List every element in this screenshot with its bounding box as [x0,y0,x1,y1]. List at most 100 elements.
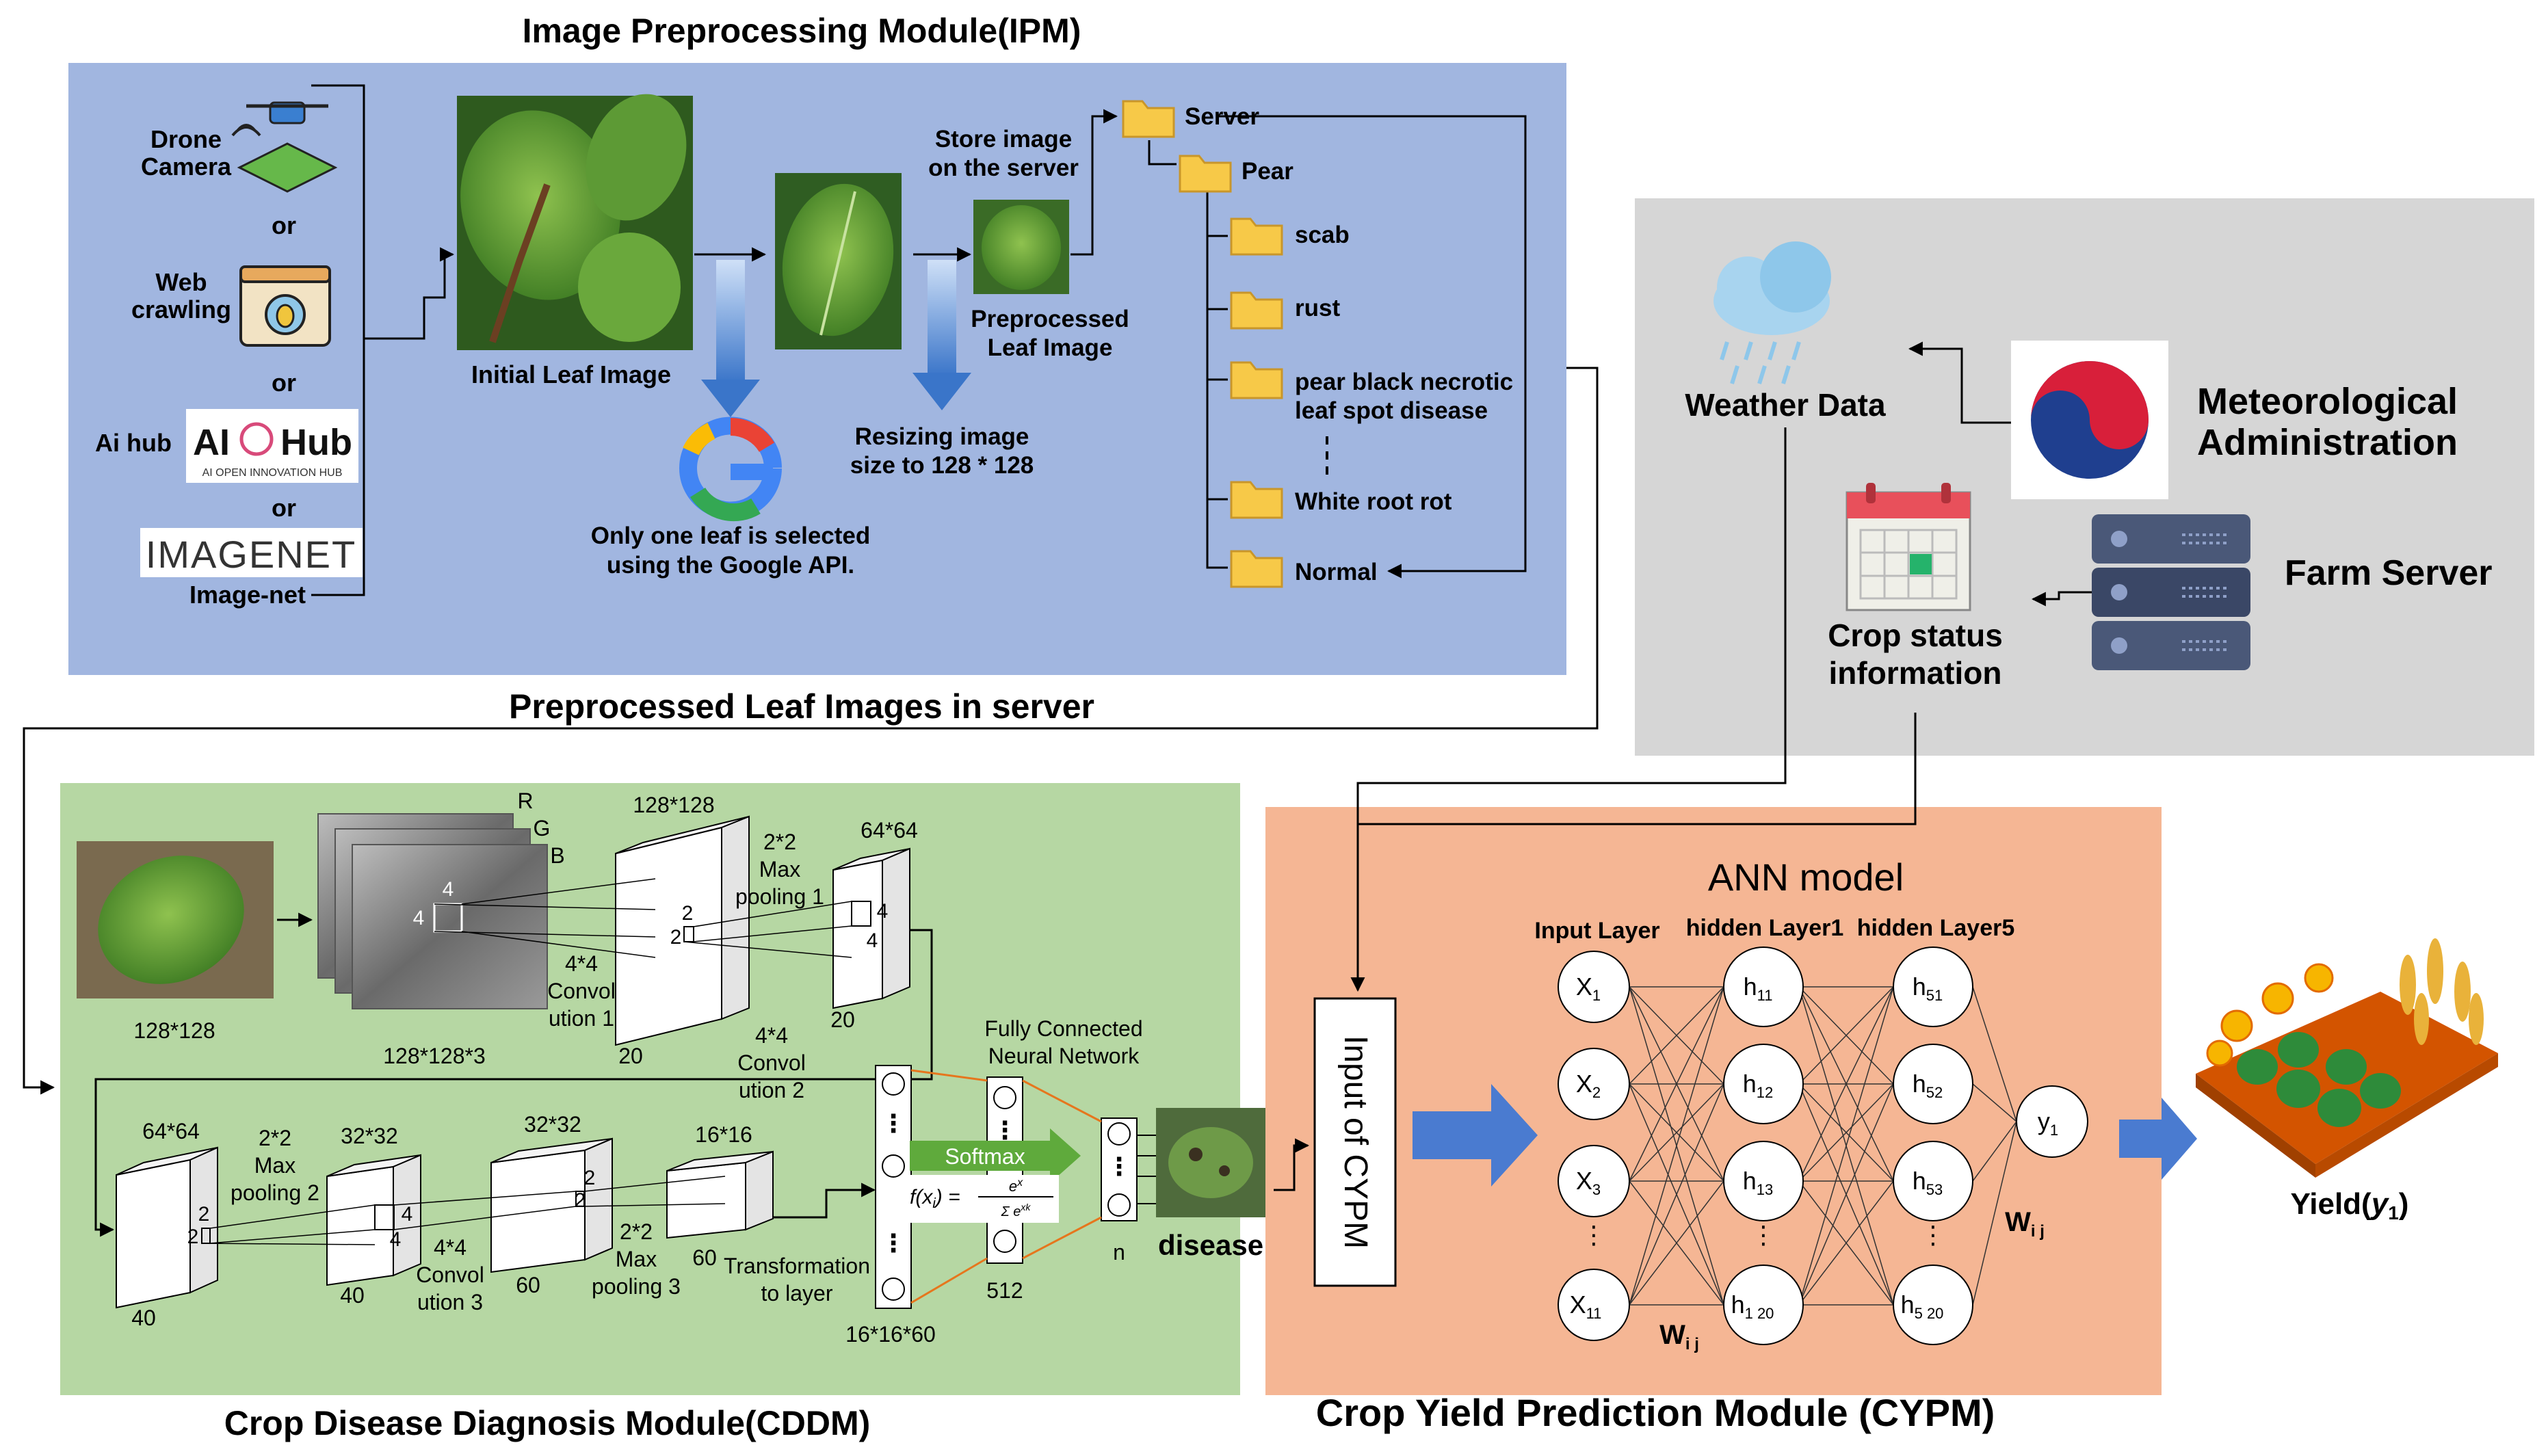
input-node: X11 [1558,1269,1630,1341]
folder-white-root: White root rot [1295,488,1452,515]
output-node-index: 1 [2050,1122,2058,1139]
pool1-label-3: pooling 1 [735,884,824,909]
conv1-kernel-a: 2 [682,902,694,925]
folder-icon [1230,550,1283,588]
fc-size-label: 512 [986,1278,1023,1303]
rgb-kernel-label-top: 4 [443,878,454,901]
conv3-depth-label: 60 [516,1273,540,1297]
hidden1-node: h13 [1723,1141,1804,1221]
conv2-feature-map [116,1146,218,1309]
ann-edge [1629,1083,1724,1182]
hidden1-node-index: 12 [1757,1084,1773,1101]
folder-tree [1148,115,1527,579]
fc-label-1: Fully Connected [984,1016,1142,1041]
imagenet-logo [140,528,363,577]
folder-pbn-1: pear black necrotic [1295,369,1513,395]
crop-status-label-1: Crop status [1828,618,2003,653]
conv2-kernel-a: 2 [198,1203,210,1226]
ann-edge [1798,986,1894,1182]
channel-g-label: G [534,816,551,840]
conv3-label-2: Convol [416,1262,484,1287]
output-node: y1 [2016,1085,2088,1158]
folder-rust: rust [1295,295,1340,321]
pool1-projection-lines [683,901,852,958]
disease-to-cypm-arrow [1274,1138,1310,1191]
conv1-label-3: ution 1 [549,1006,614,1031]
svg-text:⋮: ⋮ [993,1116,1017,1144]
google-logo-icon [679,416,782,522]
folder-icon [1230,481,1283,519]
meteorological-logo [2011,341,2168,499]
output-layer: ⋮ [1101,1117,1138,1221]
conv2-label-2: Convol [737,1050,806,1075]
rgb-channels [317,813,548,1009]
store-caption-2: on the server [928,155,1079,181]
conv2-depth-label: 40 [131,1306,156,1330]
sources-bracket [311,84,446,596]
conv2-kernel-b: 2 [187,1226,199,1248]
preprocessed-leaf-image [973,200,1069,294]
conv1-label-1: 4*4 [565,951,598,976]
folder-pbn-2: leaf spot disease [1295,397,1488,424]
cypm-title: Crop Yield Prediction Module (CYPM) [1316,1391,1995,1434]
meteorological-label-2: Administration [2197,422,2458,463]
channel-b-label: B [550,843,564,868]
conv3-kernel-a: 2 [584,1167,596,1189]
pool3-depth-label: 60 [692,1245,717,1270]
disease-label: disease [1158,1229,1263,1261]
or-1: or [272,211,296,239]
google-down-arrow [701,260,760,417]
ann-edge [1798,1083,1894,1306]
cypm-blue-arrow [1413,1084,1538,1187]
weight-label-right: Wi j [2005,1207,2045,1241]
hidden1-node: h12 [1723,1044,1804,1124]
preprocessed-caption-1: Preprocessed [971,306,1129,332]
input-node: X3 [1558,1145,1630,1217]
input-node-index: 3 [1592,1181,1601,1198]
conv3-top-label: 32*32 [524,1112,581,1137]
hidden5-node-index: 5 20 [1915,1305,1944,1322]
ann-edge [1972,986,2017,1122]
cddm-input-leaf-image [77,841,274,998]
drone-label: Drone [150,125,222,153]
aihub-label: Ai hub [95,429,172,457]
folder-pear: Pear [1242,158,1293,185]
conv2-label-1: 4*4 [755,1023,788,1048]
input-layer-label: Input Layer [1534,918,1659,944]
ipm-to-cddm-connector [23,367,1599,1095]
pool2-projection-lines [201,1204,376,1245]
ipm-bottom-label: Preprocessed Leaf Images in server [509,687,1094,726]
pool2-label-2: Max [254,1153,295,1178]
crop-status-label-2: information [1829,655,2002,691]
hidden5-node-index: 52 [1926,1084,1943,1101]
svg-text:⋮: ⋮ [881,1229,906,1257]
hidden1-node: h1 20 [1723,1265,1804,1345]
pool2-label-1: 2*2 [259,1126,291,1150]
imagenet-label: Image-net [189,581,306,609]
imagenet-source: IMAGENET Image-net [140,528,363,609]
pool1-label-2: Max [759,857,800,882]
hidden1-node-index: 11 [1757,987,1773,1004]
farm-server-label: Farm Server [2285,553,2493,593]
pool3-label-3: pooling 3 [592,1274,681,1299]
google-caption-1: Only one leaf is selected [591,522,871,549]
web-source: Web crawling [131,265,331,347]
ann-edge [1629,986,1724,1182]
cddm-title: Crop Disease Diagnosis Module(CDDM) [224,1404,871,1442]
weather-cloud-icon [1713,241,1831,384]
hidden5-node-index: 51 [1926,987,1943,1004]
ann-edge [1972,1121,2017,1306]
weight-label-bottom: Wi j [1659,1320,1699,1353]
conv3-label-1: 4*4 [434,1235,467,1260]
or-3: or [272,494,296,522]
softmax-label: Softmax [945,1144,1025,1169]
conv1-top-label: 128*128 [633,793,714,817]
yield-label: Yield(y1) [2291,1187,2409,1223]
aihub-logo-ai: AI [193,422,230,463]
dense-connection-lines [910,1069,1102,1304]
hidden1-label: hidden Layer1 [1686,915,1844,941]
drone-icon [231,101,338,193]
aihub-source: Ai hub AI Hub AI OPEN INNOVATION HUB [95,409,358,483]
input-ellipsis: ⋮ [1581,1221,1606,1249]
pool2-label-3: pooling 2 [231,1180,319,1205]
